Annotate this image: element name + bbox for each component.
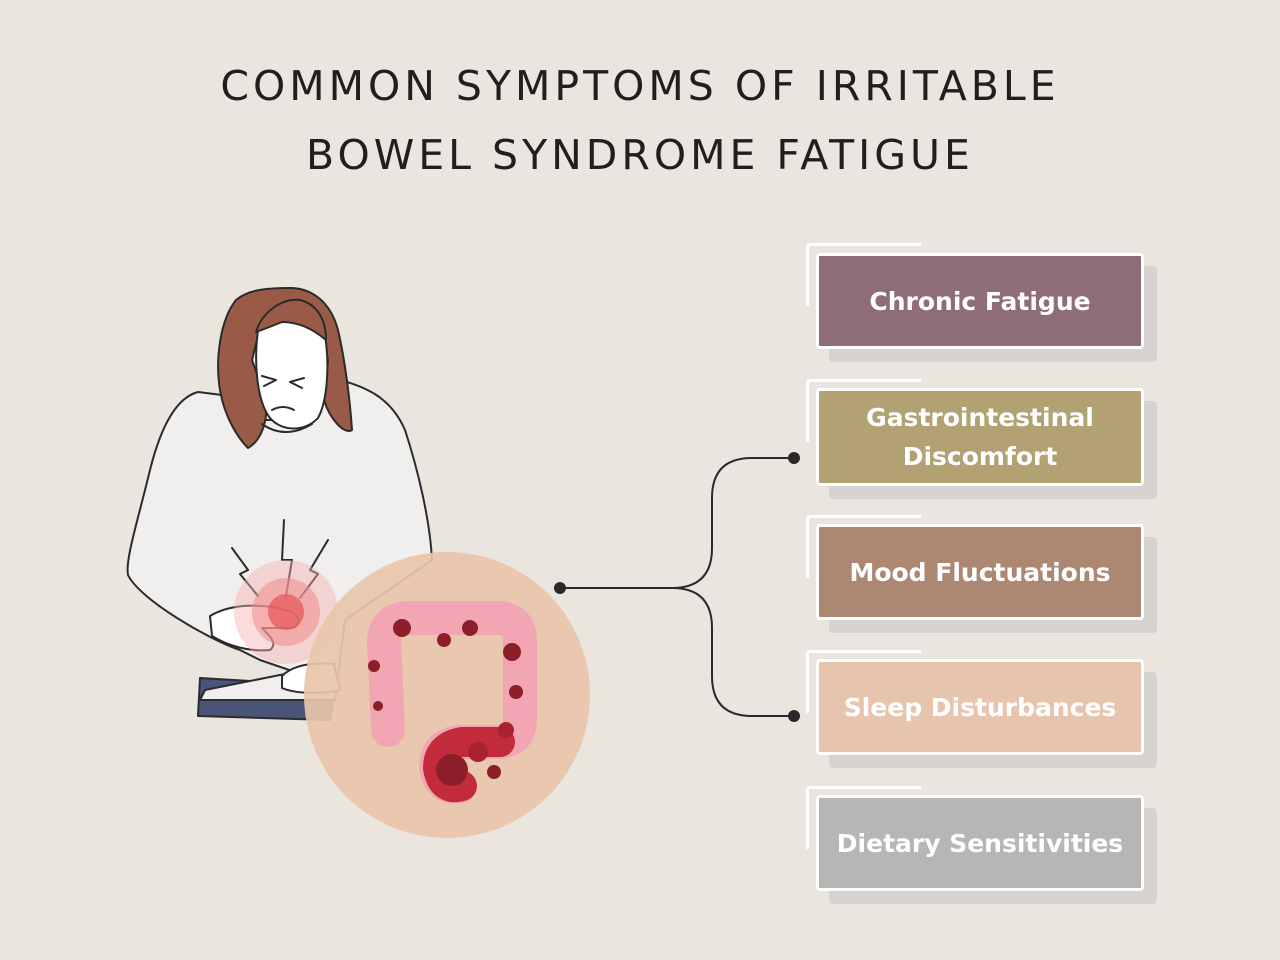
hair [217,287,353,449]
symptom-label: Chronic Fatigue [869,286,1091,316]
symptom-label-line-2: Discomfort [902,442,1058,471]
title-line-2: BOWEL SYNDROME FATIGUE [306,131,974,179]
page-title: COMMON SYMPTOMS OF IRRITABLE BOWEL SYNDR… [0,52,1280,190]
symptom-card-gastrointestinal-discomfort: Gastrointestinal Discomfort [816,388,1144,486]
pain-glow [234,560,338,664]
card-frame-1 [806,243,921,306]
symptom-label: Sleep Disturbances [843,692,1117,722]
symptom-label: Dietary Sensitivities [836,828,1124,858]
symptom-label-line-1: Gastrointestinal [866,403,1094,432]
title-line-1: COMMON SYMPTOMS OF IRRITABLE [220,62,1060,110]
woman-figure [126,287,433,721]
symptom-label: Mood Fluctuations [849,557,1111,587]
card-frame-3 [806,515,921,578]
symptom-card-chronic-fatigue: Chronic Fatigue [816,253,1144,349]
colon-inset [304,552,590,838]
symptom-card-sleep-disturbances: Sleep Disturbances [816,659,1144,755]
symptom-card-dietary-sensitivities: Dietary Sensitivities [816,795,1144,891]
connector [554,452,800,722]
symptom-card-mood-fluctuations: Mood Fluctuations [816,524,1144,620]
card-frame-4 [806,650,921,713]
card-frame-2 [806,379,921,442]
card-frame-5 [806,786,921,849]
sweater [126,379,433,701]
